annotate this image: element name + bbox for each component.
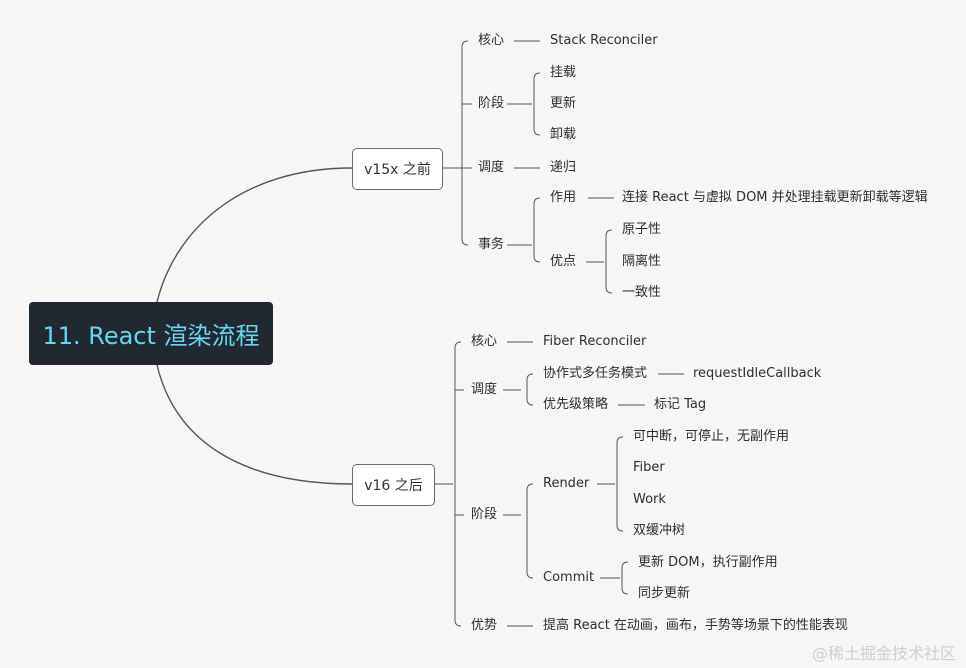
v15-adv-item: 一致性 [622, 285, 662, 300]
v16-core: 核心 [471, 334, 498, 349]
v16-label: v16 之后 [364, 478, 423, 494]
v15-sched-value: 递归 [550, 160, 577, 175]
watermark: @稀土掘金技术社区 [811, 644, 956, 663]
root-title: 11. React 渲染流程 [42, 322, 260, 350]
v16-adv-value: 提高 React 在动画，画布，手势等场景下的性能表现 [543, 618, 848, 633]
v15-phase: 阶段 [478, 96, 505, 111]
v15-transaction: 事务 [478, 237, 505, 252]
v16-core-value: Fiber Reconciler [543, 334, 647, 349]
v16-priority: 优先级策略 [543, 397, 609, 412]
v16-render-item: Fiber [633, 460, 665, 475]
v16-advantages: 优势 [471, 618, 498, 633]
v15-core: 核心 [478, 33, 505, 48]
v15-label: v15x 之前 [364, 162, 431, 178]
node-v15: v15x 之前 [352, 148, 443, 190]
v16-commit: Commit [543, 570, 595, 585]
root-node: 11. React 渲染流程 [29, 302, 273, 365]
edge-root-v16 [156, 364, 353, 485]
v15-adv-item: 隔离性 [622, 254, 662, 269]
v16-coop-value: requestIdleCallback [693, 366, 822, 381]
v16-commit-item: 同步更新 [638, 586, 691, 601]
v16-render-item: Work [633, 492, 666, 507]
v15-core-value: Stack Reconciler [550, 33, 658, 48]
node-v16: v16 之后 [352, 464, 435, 506]
v16-phase: 阶段 [471, 507, 498, 522]
v16-render: Render [543, 476, 590, 491]
v16-sched: 调度 [471, 382, 498, 397]
v16-commit-item: 更新 DOM，执行副作用 [638, 555, 778, 570]
v16-coop: 协作式多任务模式 [543, 366, 648, 381]
edge-root-v15 [156, 167, 353, 303]
v16-priority-value: 标记 Tag [654, 397, 707, 412]
tree-brackets [434, 40, 684, 627]
v16-render-item: 可中断，可停止，无副作用 [633, 429, 790, 444]
v15-phase-item: 挂载 [550, 65, 577, 80]
v16-render-item: 双缓冲树 [633, 523, 686, 538]
v15-phase-item: 卸载 [550, 127, 577, 142]
v15-advantages: 优点 [550, 254, 577, 269]
v15-phase-item: 更新 [550, 96, 577, 111]
v15-adv-item: 原子性 [622, 222, 662, 237]
v15-sched: 调度 [478, 160, 505, 175]
v15-role-value: 连接 React 与虚拟 DOM 并处理挂载更新卸载等逻辑 [622, 190, 928, 205]
v15-role: 作用 [550, 190, 577, 205]
